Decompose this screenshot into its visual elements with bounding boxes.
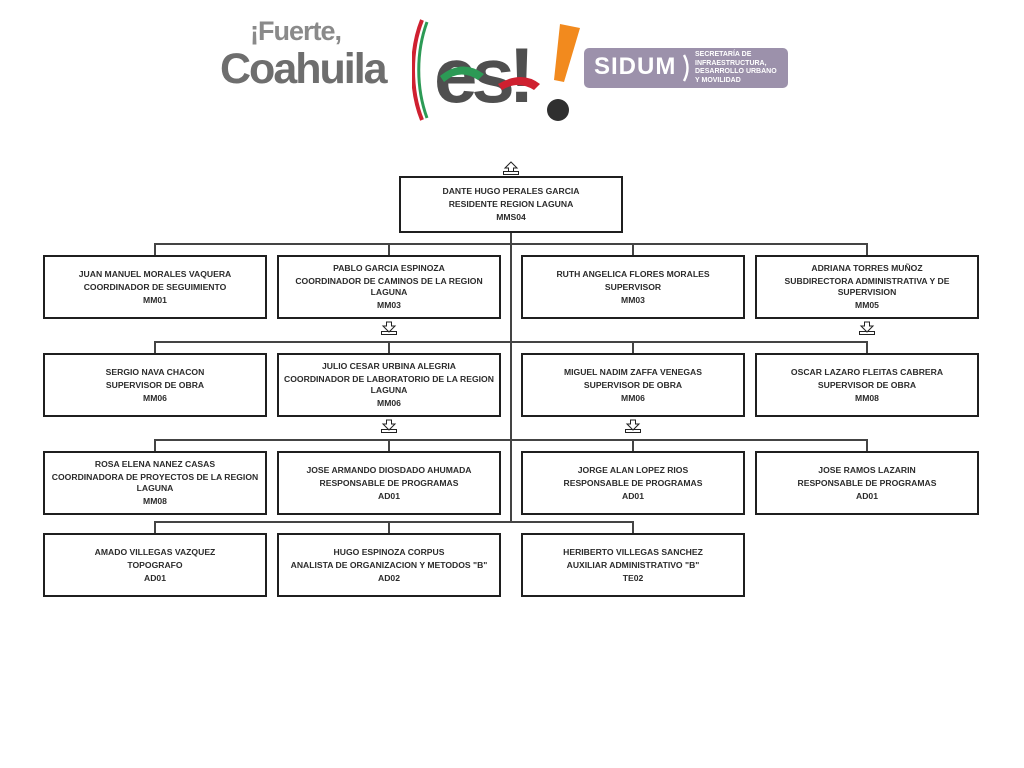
connector-drop [388,521,390,534]
node-name: AMADO VILLEGAS VAZQUEZ [94,546,216,557]
connector-bar-level1 [154,243,868,245]
org-node-top[interactable]: DANTE HUGO PERALES GARCIA RESIDENTE REGI… [399,176,623,233]
node-name: JORGE ALAN LOPEZ RIOS [577,464,689,475]
node-name: SERGIO NAVA CHACON [105,366,205,377]
sidum-logo: SIDUM SECRETARÍA DE INFRAESTRUCTURA, DES… [584,48,788,88]
connector-drop [388,243,390,256]
node-title: SUPERVISOR [604,281,662,292]
expand-down-icon[interactable] [381,419,397,433]
node-title: COORDINADOR DE LABORATORIO DE LA REGION … [284,374,494,395]
node-title: ANALISTA DE ORGANIZACION Y METODOS "B" [290,559,488,570]
node-name: ROSA ELENA NANEZ CASAS [94,459,216,469]
expand-down-icon[interactable] [381,321,397,335]
node-code: MM03 [377,300,401,310]
node-code: MM08 [855,392,879,403]
node-name: JOSE ARMANDO DIOSDADO AHUMADA [306,464,472,475]
org-node[interactable]: JOSE RAMOS LAZARIN RESPONSABLE DE PROGRA… [755,451,979,515]
connector-drop [154,439,156,452]
node-title: COORDINADOR DE SEGUIMIENTO [83,281,227,292]
org-node[interactable]: AMADO VILLEGAS VAZQUEZ TOPOGRAFO AD01 [43,533,267,597]
node-title: AUXILIAR ADMINISTRATIVO "B" [566,559,700,570]
connector-drop [388,439,390,452]
node-name: MIGUEL NADIM ZAFFA VENEGAS [564,366,702,377]
expand-down-icon[interactable] [859,321,875,335]
node-name: JUAN MANUEL MORALES VAQUERA [78,268,232,279]
connector-drop [632,243,634,256]
node-title: TOPOGRAFO [127,559,183,570]
org-node[interactable]: JOSE ARMANDO DIOSDADO AHUMADA RESPONSABL… [277,451,501,515]
connector-drop [154,243,156,256]
fuerte-coahuila-logo: ¡Fuerte, Coahuila [220,14,415,94]
org-node[interactable]: HERIBERTO VILLEGAS SANCHEZ AUXILIAR ADMI… [521,533,745,597]
org-node[interactable]: MIGUEL NADIM ZAFFA VENEGAS SUPERVISOR DE… [521,353,745,417]
node-code: MM06 [377,398,401,408]
node-code: AD01 [144,572,166,583]
node-name: DANTE HUGO PERALES GARCIA [442,186,580,196]
node-code: MMS04 [496,212,526,222]
org-node[interactable]: RUTH ANGELICA FLORES MORALES SUPERVISOR … [521,255,745,319]
es-logo: es! [412,19,580,121]
org-node[interactable]: ROSA ELENA NANEZ CASAS COORDINADORA DE P… [43,451,267,515]
org-node[interactable]: ADRIANA TORRES MUÑOZ SUBDIRECTORA ADMINI… [755,255,979,319]
node-title: SUPERVISOR DE OBRA [583,379,683,390]
node-code: TE02 [622,572,644,583]
node-name: PABLO GARCIA ESPINOZA [333,263,445,273]
connector-drop [866,243,868,256]
node-title: RESIDENTE REGION LAGUNA [448,199,574,209]
connector-drop [632,521,634,534]
node-title: COORDINADOR DE CAMINOS DE LA REGION LAGU… [295,276,483,297]
node-code: MM03 [621,294,645,305]
org-node[interactable]: SERGIO NAVA CHACON SUPERVISOR DE OBRA MM… [43,353,267,417]
node-title: SUPERVISOR DE OBRA [817,379,917,390]
node-title: COORDINADORA DE PROYECTOS DE LA REGION L… [51,472,259,493]
node-name: JOSE RAMOS LAZARIN [818,464,916,475]
node-name: OSCAR LAZARO FLEITAS CABRERA [790,366,944,377]
node-title: RESPONSABLE DE PROGRAMAS [319,477,459,488]
node-code: AD02 [378,572,400,583]
org-node[interactable]: JULIO CESAR URBINA ALEGRIA COORDINADOR D… [277,353,501,417]
node-name: JULIO CESAR URBINA ALEGRIA [321,361,456,371]
node-name: ADRIANA TORRES MUÑOZ [811,263,923,273]
node-code: MM08 [143,496,167,506]
connector-drop [632,341,634,354]
connector-bar-level4 [154,521,634,523]
org-node[interactable]: JORGE ALAN LOPEZ RIOS RESPONSABLE DE PRO… [521,451,745,515]
connector-trunk [510,232,512,523]
sidum-description: SECRETARÍA DE INFRAESTRUCTURA, DESARROLL… [695,51,777,84]
node-title: SUPERVISOR DE OBRA [105,379,205,390]
connector-bar-level2 [154,341,868,343]
connector-drop [866,439,868,452]
node-name: RUTH ANGELICA FLORES MORALES [556,268,710,279]
org-node[interactable]: JUAN MANUEL MORALES VAQUERA COORDINADOR … [43,255,267,319]
sidum-name: SIDUM [594,53,677,80]
node-code: AD01 [622,490,644,501]
logo-line1: ¡Fuerte, [250,16,342,46]
expand-up-icon[interactable] [503,161,519,175]
expand-down-icon[interactable] [625,419,641,433]
node-code: AD01 [378,490,400,501]
node-code: MM05 [855,300,879,310]
node-name: HERIBERTO VILLEGAS SANCHEZ [563,546,703,557]
org-node[interactable]: OSCAR LAZARO FLEITAS CABRERA SUPERVISOR … [755,353,979,417]
connector-bar-level3 [154,439,868,441]
node-title: RESPONSABLE DE PROGRAMAS [797,477,937,488]
node-name: HUGO ESPINOZA CORPUS [333,546,445,557]
node-code: MM06 [621,392,645,403]
node-code: MM06 [143,392,167,403]
connector-drop [866,341,868,354]
connector-drop [154,521,156,534]
logo-line2: Coahuila [220,45,388,93]
sidum-bracket-icon [682,54,689,82]
connector-drop [154,341,156,354]
node-title: RESPONSABLE DE PROGRAMAS [563,477,703,488]
connector-drop [632,439,634,452]
connector-drop [388,341,390,354]
node-title: SUBDIRECTORA ADMINISTRATIVA Y DE SUPERVI… [784,276,950,297]
org-node[interactable]: HUGO ESPINOZA CORPUS ANALISTA DE ORGANIZ… [277,533,501,597]
node-code: MM01 [143,294,167,305]
node-code: AD01 [856,490,878,501]
org-node[interactable]: PABLO GARCIA ESPINOZA COORDINADOR DE CAM… [277,255,501,319]
